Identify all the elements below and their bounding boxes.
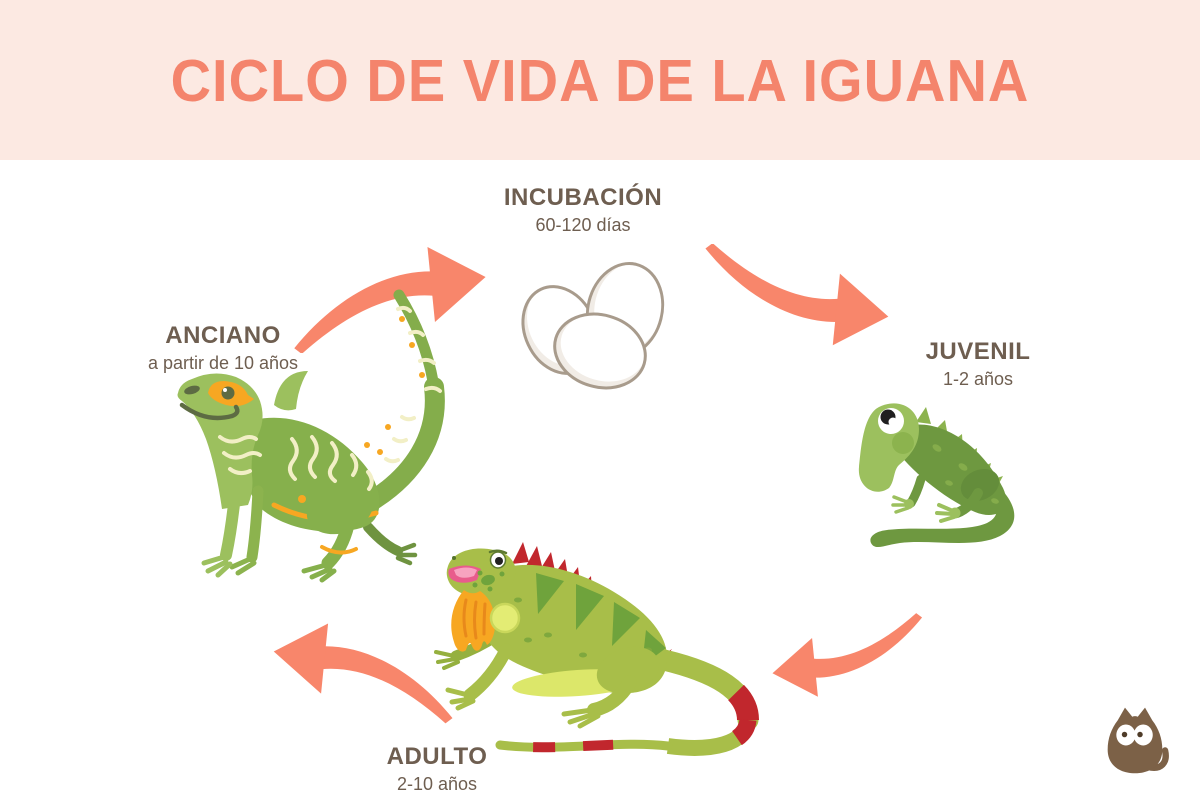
stage-adulto-duration: 2-10 años bbox=[396, 774, 478, 794]
stage-juvenil-duration: 1-2 años bbox=[942, 369, 1014, 389]
arrow-incubacion-to-juvenil-icon bbox=[705, 244, 889, 346]
juvenile-iguana-icon bbox=[858, 403, 1015, 548]
stage-juvenil-label: JUVENIL bbox=[925, 338, 1031, 365]
arrow-juvenil-to-adulto-icon bbox=[772, 613, 923, 697]
stage-anciano-duration: a partir de 10 años bbox=[147, 353, 299, 373]
egg-clutch-icon bbox=[521, 262, 665, 390]
stage-incubacion-labels: INCUBACIÓN 60-120 días bbox=[433, 184, 733, 236]
stage-adulto-labels: ADULTO 2-10 años bbox=[337, 743, 537, 795]
stage-anciano-label: ANCIANO bbox=[165, 322, 281, 349]
cat-logo-icon bbox=[1107, 707, 1169, 774]
stage-anciano-labels: ANCIANO a partir de 10 años bbox=[103, 322, 343, 374]
arrow-adulto-to-anciano-icon bbox=[273, 623, 453, 724]
stage-juvenil-labels: JUVENIL 1-2 años bbox=[878, 338, 1078, 390]
header-band: CICLO DE VIDA DE LA IGUANA bbox=[0, 0, 1200, 160]
stage-incubacion-duration: 60-120 días bbox=[535, 215, 631, 235]
adult-iguana-icon bbox=[434, 542, 759, 757]
stage-incubacion-label: INCUBACIÓN bbox=[503, 184, 663, 211]
page-title: CICLO DE VIDA DE LA IGUANA bbox=[170, 46, 1030, 114]
elderly-iguana-icon bbox=[177, 289, 445, 583]
stage-adulto-label: ADULTO bbox=[386, 743, 488, 770]
